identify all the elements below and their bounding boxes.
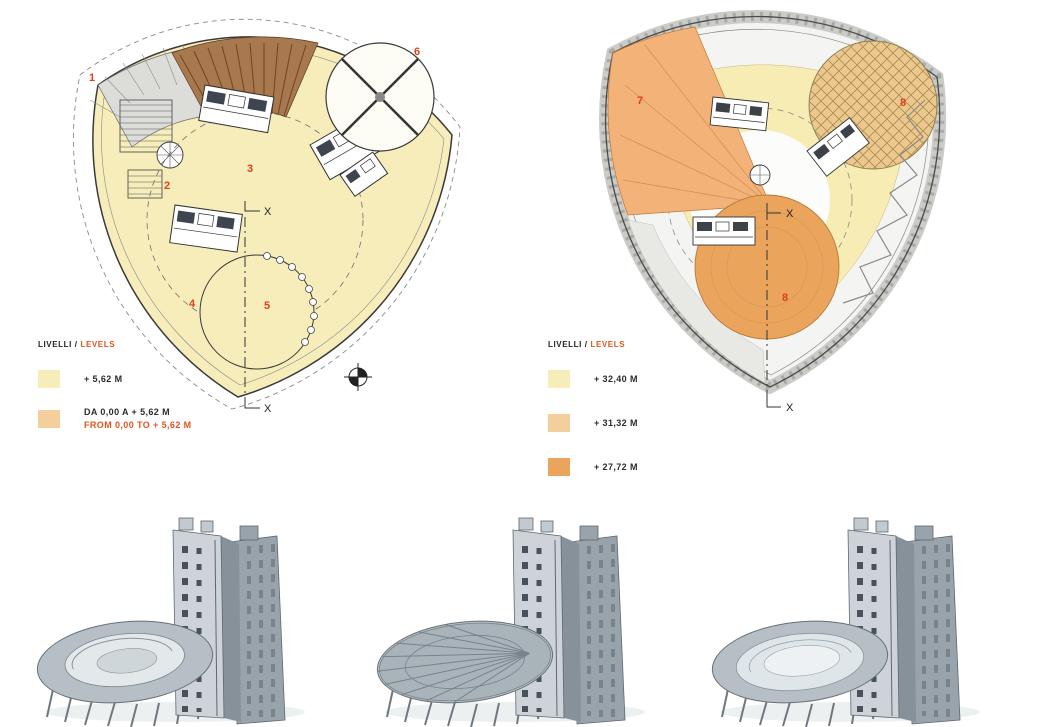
central-core: [749, 164, 771, 186]
region-label-5: 5: [264, 300, 270, 312]
legend-title-secondary: LEVELS: [80, 340, 116, 349]
region-label-4: 4: [189, 298, 196, 310]
legend-swatch: [548, 414, 570, 432]
spiral-stair: [156, 141, 184, 169]
legend-title-secondary: LEVELS: [590, 340, 626, 349]
circular-hall: [199, 252, 318, 370]
axis-label-top: X: [786, 208, 794, 220]
perimeter-outline: [604, 15, 941, 388]
axis-x-line: X X: [244, 201, 272, 415]
legend-title: LIVELLI / LEVELS: [38, 340, 115, 349]
legend-upper-level: LIVELLI / LEVELS + 32,40 M + 31,32 M + 2…: [548, 340, 788, 490]
north-compass-icon: [344, 363, 372, 391]
legend-item: + 5,62 M: [38, 370, 122, 388]
axis-x-line-upper: X X: [766, 203, 794, 414]
legend-swatch: [38, 370, 60, 388]
service-core-4: [339, 151, 389, 197]
walkway-crescent: [627, 219, 766, 384]
region-label-6: 6: [414, 46, 420, 58]
legend-value: + 32,40 M: [594, 373, 638, 384]
region-label-3: 3: [247, 163, 253, 175]
render-2-ribbed-roof: [377, 622, 552, 703]
legend-value: + 27,72 M: [594, 461, 638, 472]
legend-item: + 32,40 M: [548, 370, 638, 388]
legend-title: LIVELLI / LEVELS: [548, 340, 625, 349]
edge-truss-zigzag: [842, 99, 926, 304]
legend-title-primary: LIVELLI /: [38, 340, 78, 349]
legend-swatch: [548, 370, 570, 388]
legend-lower-level: LIVELLI / LEVELS + 5,62 M DA 0,00 A + 5,…: [38, 340, 278, 490]
building-render-1: [25, 512, 325, 727]
legend-item: DA 0,00 A + 5,62 M FROM 0,00 TO + 5,62 M: [38, 406, 192, 432]
axis-label-top: X: [264, 206, 272, 218]
axis-label-bottom: X: [264, 403, 272, 415]
legend-item: + 27,72 M: [548, 458, 638, 476]
building-render-3: [700, 512, 1000, 727]
region-label-7: 7: [637, 95, 643, 107]
legend-swatch: [38, 410, 60, 428]
stair-block-small: [127, 169, 163, 199]
service-core-upper-1: [709, 96, 770, 132]
region-label-1: 1: [89, 72, 95, 84]
service-core-upper-2: [806, 117, 870, 177]
legend-item: + 31,32 M: [548, 414, 638, 432]
roof-fan-upper: [607, 26, 771, 216]
legend-value: + 31,32 M: [594, 417, 638, 428]
render-3-solid-roof: [735, 632, 865, 692]
service-core-upper-3: [692, 216, 756, 246]
legend-value-en: FROM 0,00 TO + 5,62 M: [84, 420, 192, 430]
axis-label-bottom: X: [786, 402, 794, 414]
stair-block: [119, 99, 173, 153]
render-1-open-deck: [64, 633, 185, 688]
legend-swatch: [548, 458, 570, 476]
legend-title-primary: LIVELLI /: [548, 340, 588, 349]
service-core-1: [198, 84, 275, 134]
region-label-8a: 8: [900, 97, 906, 109]
truss-circle: [325, 42, 435, 152]
legend-value: + 5,62 M: [84, 373, 123, 384]
floor-plan-upper-level: X X 7 8 8: [599, 10, 947, 414]
region-label-2: 2: [164, 180, 170, 192]
legend-value: DA 0,00 A + 5,62 M: [84, 407, 170, 417]
region-label-8b: 8: [782, 292, 788, 304]
floor-plan-lower-level: X X 1 2 3 4 5 6: [73, 18, 461, 415]
building-render-2: [365, 512, 665, 727]
service-core-3: [169, 204, 243, 253]
plan-dashed-offset-outline: [73, 18, 461, 410]
